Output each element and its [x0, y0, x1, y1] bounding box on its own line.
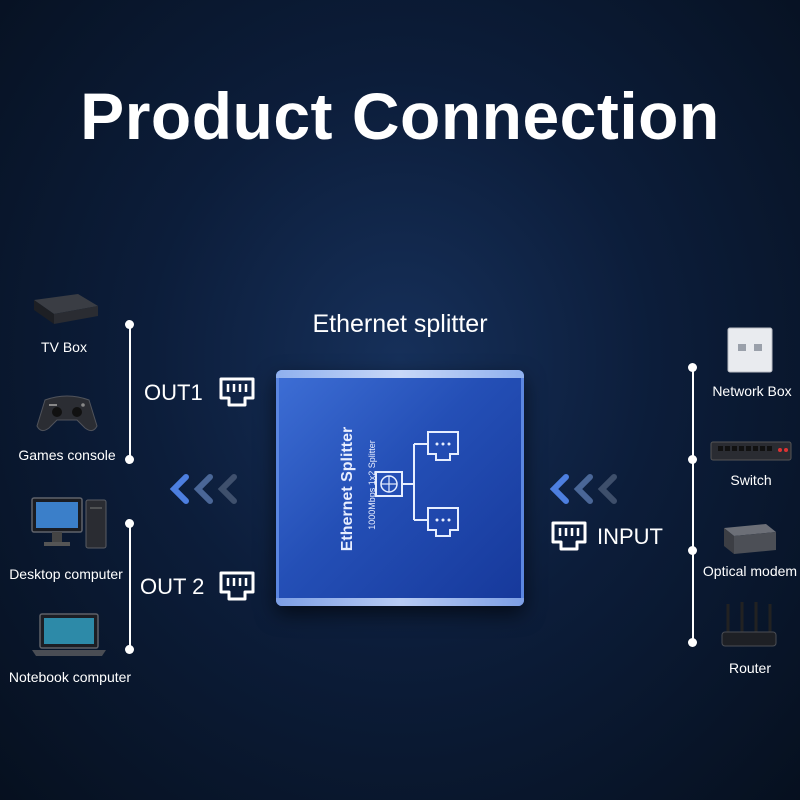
router-icon: [721, 602, 777, 647]
input-label: INPUT: [597, 524, 663, 549]
left-bracket-dot: [125, 455, 134, 464]
ethernet-port-icon: [219, 571, 255, 601]
splitter-edge-bottom: [276, 598, 524, 606]
right-bracket-line: [692, 367, 694, 643]
ethernet-port-icon: [219, 377, 255, 407]
gamepad-icon: [36, 395, 98, 432]
laptop-icon: [32, 613, 106, 656]
device-label-tv-box: TV Box: [41, 339, 87, 355]
right-bracket-dot: [688, 638, 697, 647]
left-bracket-dot: [125, 645, 134, 654]
device-label-switch: Switch: [730, 472, 772, 488]
right-bracket-dot: [688, 363, 697, 372]
left-arrow-chevrons-icon: [169, 474, 237, 504]
left-bracket-line-top: [129, 324, 131, 460]
out1-label: OUT1: [144, 380, 203, 405]
device-label-network-box: Network Box: [712, 383, 792, 399]
out2-label: OUT 2: [140, 574, 205, 599]
device-label-games-console: Games console: [18, 447, 116, 463]
right-bracket-dot: [688, 455, 697, 464]
splitter-box-title: Ethernet Splitter: [339, 426, 356, 552]
right-side-arrow-chevrons-icon: [549, 474, 617, 504]
ethernet-splitter-device: [276, 370, 524, 606]
splitter-label: Ethernet splitter: [312, 310, 488, 338]
ethernet-port-icon: [551, 521, 587, 551]
left-bracket-dot: [125, 519, 134, 528]
splitter-edge-top: [276, 370, 524, 378]
optical-modem-icon: [724, 524, 776, 554]
device-label-router: Router: [728, 660, 772, 676]
device-label-desktop-computer: Desktop computer: [9, 566, 123, 582]
tv-box-icon: [34, 294, 98, 324]
left-bracket-dot: [125, 320, 134, 329]
left-bracket-line-bottom: [129, 524, 131, 650]
desktop-computer-icon: [31, 497, 107, 549]
splitter-diagram-icon: [375, 431, 459, 537]
page-title: Product Connection: [80, 79, 720, 153]
right-bracket-dot: [688, 546, 697, 555]
device-label-notebook-computer: Notebook computer: [8, 669, 132, 685]
device-label-optical-modem: Optical modem: [702, 563, 798, 579]
switch-icon: [710, 441, 792, 461]
network-box-icon: [727, 327, 773, 373]
